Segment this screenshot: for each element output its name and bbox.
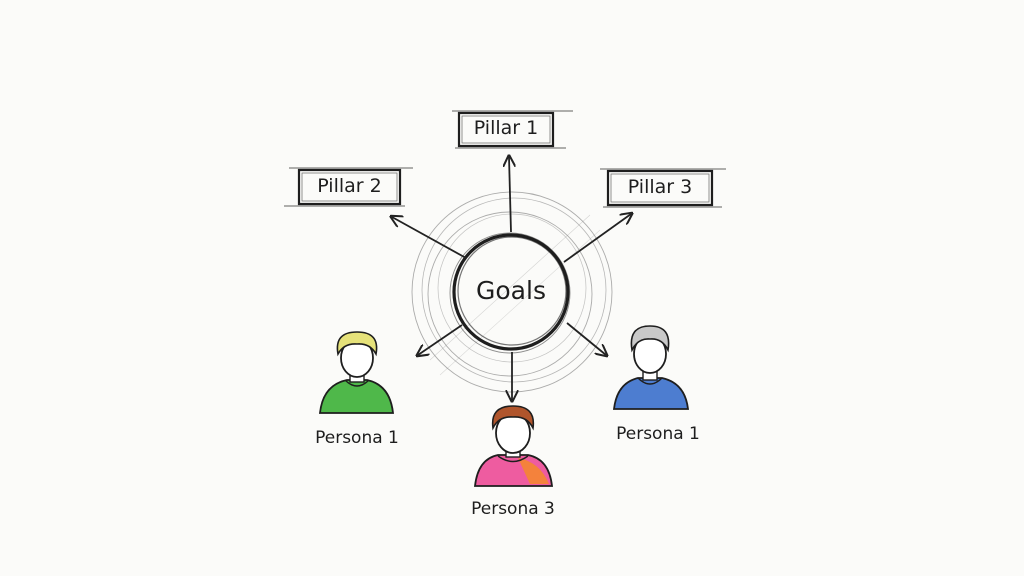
- arrow-to-pillar-1: [509, 157, 511, 233]
- goals-circle: [449, 232, 571, 354]
- arrow-to-persona-left: [418, 324, 463, 355]
- persona-left-hair: [336, 331, 378, 357]
- pillar-2-label: Pillar 2: [317, 175, 382, 197]
- persona-avatar-right: [612, 325, 690, 410]
- persona-right-hair: [630, 325, 670, 353]
- persona-avatar-center: [473, 405, 554, 487]
- pillar-1-label: Pillar 1: [473, 117, 539, 139]
- arrow-to-persona-right: [566, 322, 606, 355]
- persona-right-label: Persona 1: [616, 424, 700, 444]
- persona-left-shirt: [318, 379, 395, 414]
- persona-center-label: Persona 3: [471, 499, 555, 519]
- arrow-to-pillar-3: [563, 214, 631, 263]
- pillar-box-2: [284, 167, 413, 207]
- goals-label: Goals: [476, 276, 546, 305]
- pillar-box-3: [600, 168, 726, 208]
- persona-right-shirt: [612, 377, 690, 410]
- persona-left-label: Persona 1: [315, 428, 399, 448]
- pillar-3-label: Pillar 3: [627, 176, 693, 198]
- arrow-to-pillar-2: [392, 217, 467, 259]
- pillar-box-1: [452, 110, 573, 149]
- persona-avatar-left: [318, 331, 395, 414]
- persona-center-hair: [491, 405, 535, 431]
